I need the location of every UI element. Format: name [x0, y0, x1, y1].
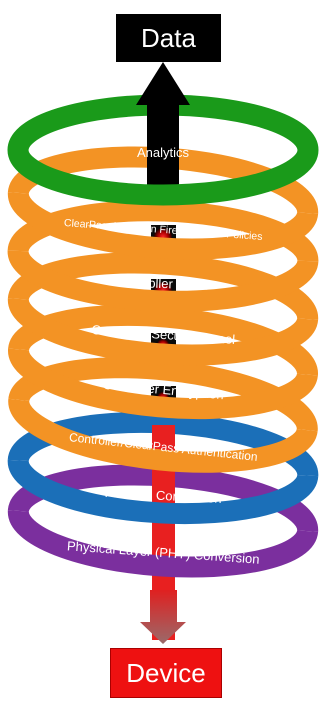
down-arrow-icon	[140, 590, 186, 644]
ring-front-6	[8, 398, 318, 473]
layer-label-7: Protocol Conversion	[104, 485, 222, 506]
ring-front-5	[8, 348, 318, 420]
layer-label-1: Analytics	[137, 145, 190, 160]
data-label-box: Data	[116, 14, 221, 62]
device-label-box: Device	[110, 648, 222, 698]
ring-front-1	[7, 148, 319, 206]
ring-front-8	[7, 510, 319, 578]
device-label: Device	[126, 657, 206, 688]
ring-front-4	[7, 298, 319, 366]
ring-front-2	[7, 192, 319, 260]
down-arrow-shaft	[140, 425, 186, 644]
ring-front-7	[7, 459, 319, 525]
data-label: Data	[141, 22, 196, 53]
up-arrow-icon	[136, 62, 190, 205]
layer-label-3: Controller Roles	[116, 274, 210, 292]
ring-front-3	[7, 250, 319, 312]
